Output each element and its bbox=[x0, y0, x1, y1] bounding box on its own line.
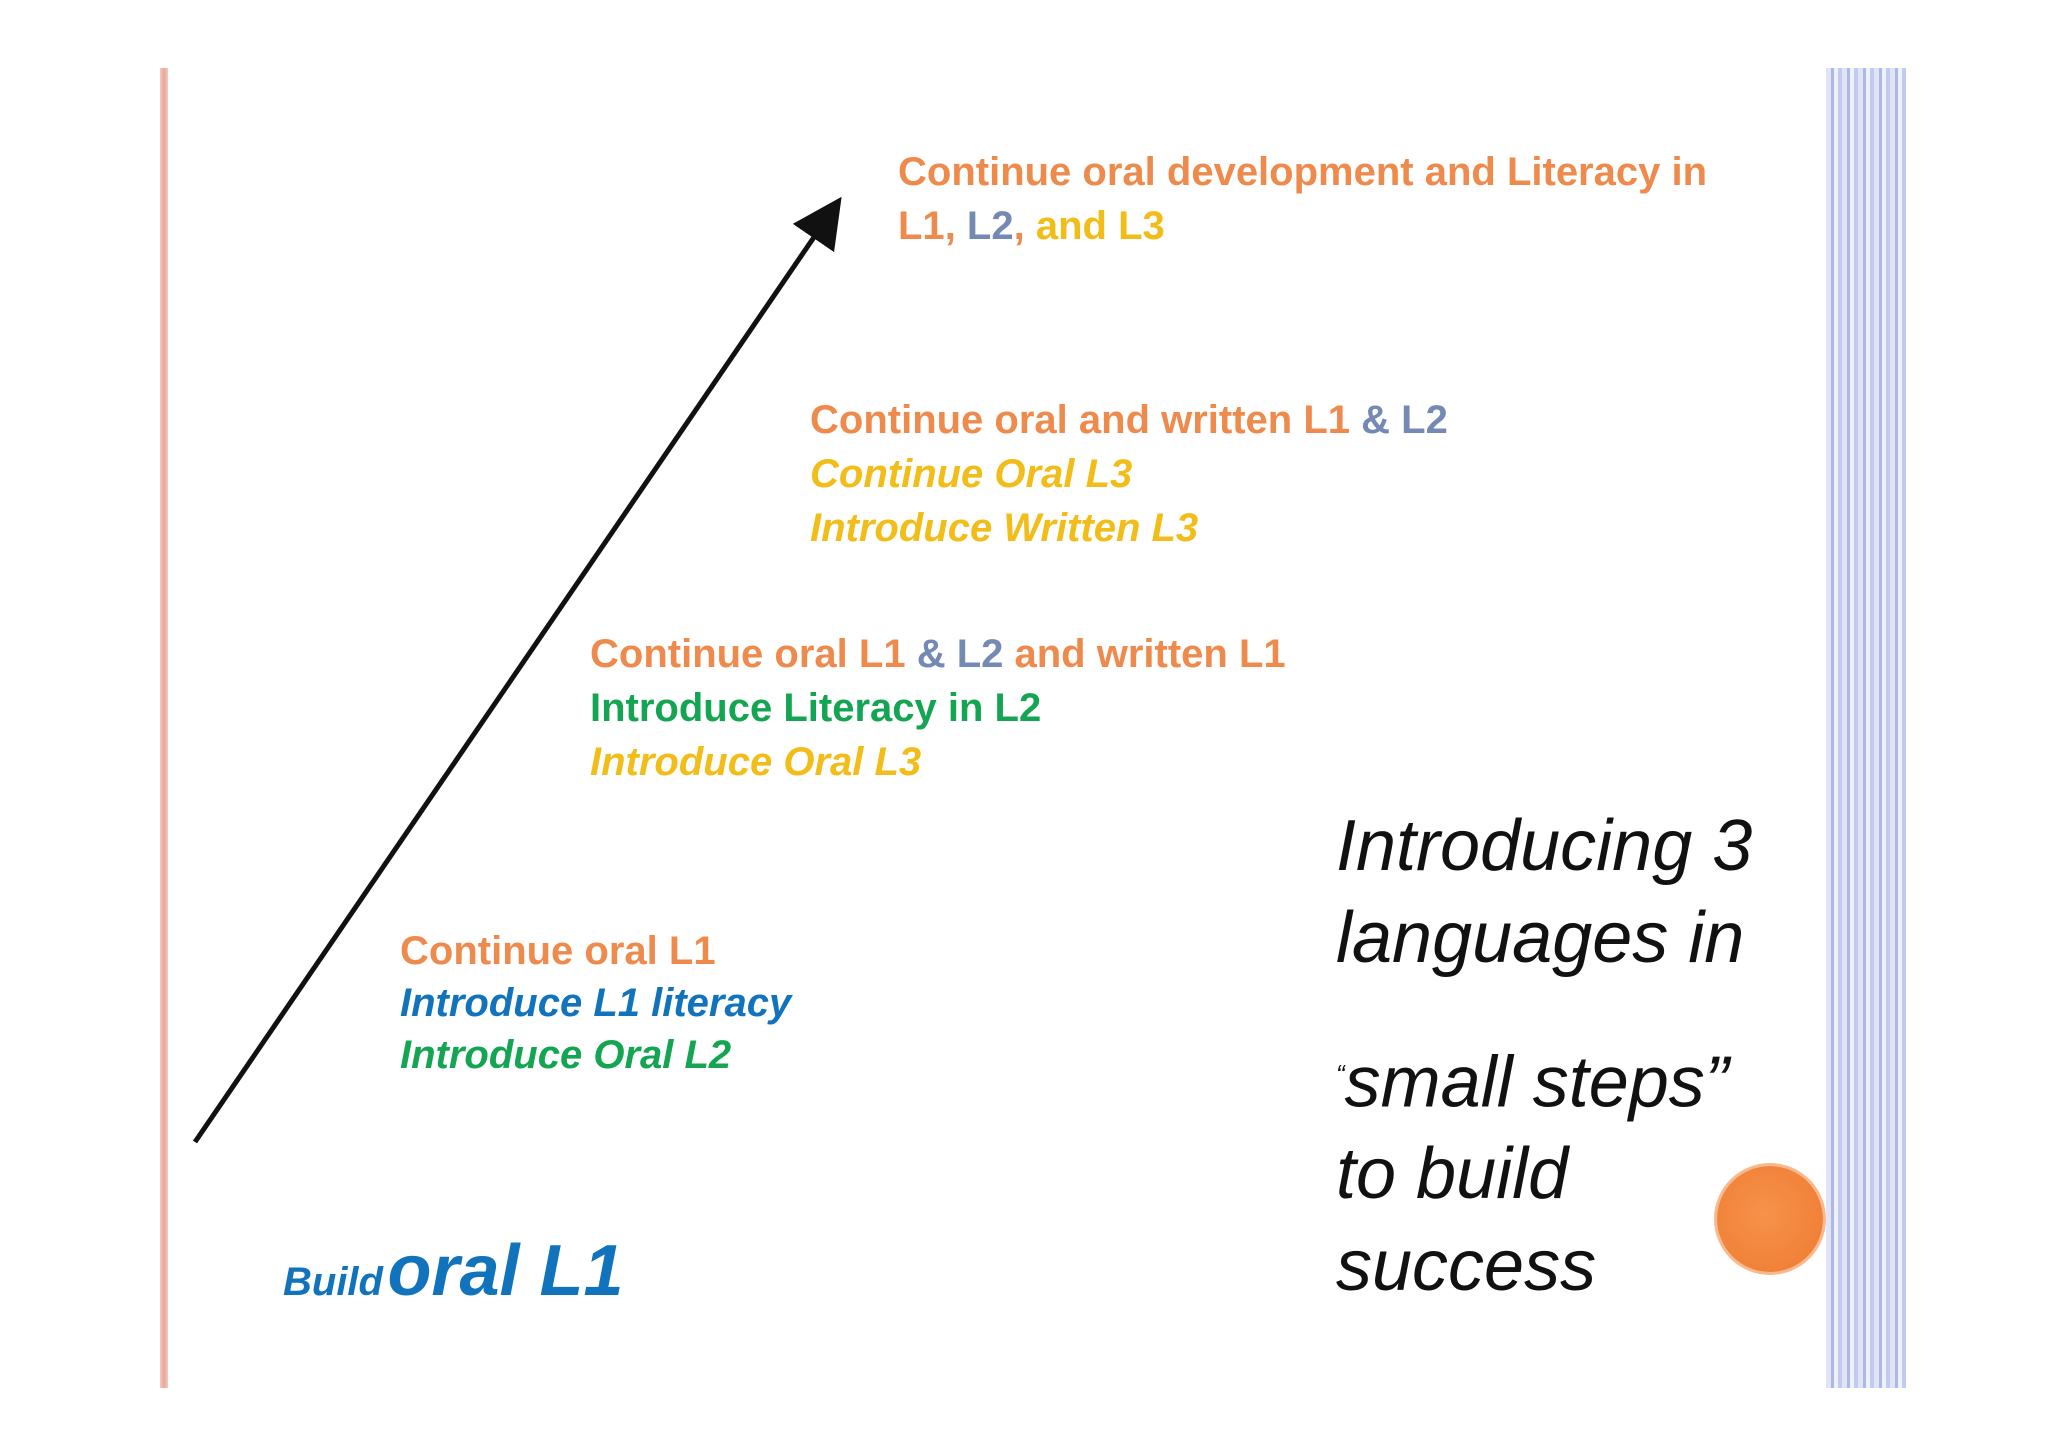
title-line3: “small steps” bbox=[1336, 1028, 1752, 1128]
orange-circle-decoration bbox=[1717, 1166, 1823, 1272]
step-lower-middle: Continue oral L1 & L2 and written L1 Int… bbox=[590, 627, 1286, 789]
text-orange: Continue oral and written L1 bbox=[810, 398, 1362, 442]
text-orange: Continue oral L1 bbox=[590, 632, 917, 676]
text-gray: & L2 bbox=[1361, 398, 1448, 442]
step-upper-middle-line2: Continue Oral L3 bbox=[810, 452, 1133, 496]
step-base-big: oral L1 bbox=[387, 1231, 624, 1311]
title-line2: languages in bbox=[1336, 898, 1745, 978]
step-base: Build oral L1 bbox=[283, 1230, 624, 1312]
step-bottom: Continue oral L1 Introduce L1 literacy I… bbox=[400, 925, 791, 1081]
left-border-line bbox=[160, 68, 168, 1388]
l1-label: L1 bbox=[898, 204, 945, 248]
arrow-line bbox=[192, 196, 842, 1144]
step-lower-middle-line3: Introduce Oral L3 bbox=[590, 740, 922, 784]
step-top-line1: Continue oral development and Literacy i… bbox=[898, 150, 1708, 194]
step-bottom-line2: Introduce L1 literacy bbox=[400, 981, 792, 1025]
right-striped-border bbox=[1826, 68, 1906, 1388]
step-top-line2: L1, L2, and L3 bbox=[898, 199, 1707, 253]
step-upper-middle-line3: Introduce Written L3 bbox=[810, 506, 1199, 550]
step-upper-middle-line1: Continue oral and written L1 & L2 bbox=[810, 393, 1448, 447]
l2-label: L2 bbox=[966, 204, 1014, 248]
text-gray: & L2 bbox=[916, 632, 1004, 676]
comma: , bbox=[944, 204, 967, 248]
title-line3-text: small steps” bbox=[1344, 1042, 1729, 1123]
text-orange: and written L1 bbox=[1003, 632, 1286, 676]
title-line4: to build bbox=[1336, 1134, 1569, 1215]
title-line1: Introducing 3 bbox=[1336, 806, 1753, 886]
step-lower-middle-line1: Continue oral L1 & L2 and written L1 bbox=[590, 627, 1286, 681]
step-base-small: Build bbox=[283, 1260, 383, 1304]
comma: , bbox=[1013, 204, 1036, 248]
step-top: Continue oral development and Literacy i… bbox=[898, 145, 1707, 253]
step-lower-middle-line2: Introduce Literacy in L2 bbox=[590, 686, 1042, 730]
open-quote: “ bbox=[1336, 1059, 1345, 1089]
step-upper-middle: Continue oral and written L1 & L2 Contin… bbox=[810, 393, 1448, 555]
l3-label: and L3 bbox=[1035, 204, 1165, 248]
step-bottom-line1: Continue oral L1 bbox=[400, 929, 716, 973]
slide-title: Introducing 3 languages in “small steps”… bbox=[1336, 800, 1752, 1312]
title-line5: success bbox=[1336, 1226, 1597, 1307]
step-bottom-line3: Introduce Oral L2 bbox=[400, 1033, 732, 1077]
